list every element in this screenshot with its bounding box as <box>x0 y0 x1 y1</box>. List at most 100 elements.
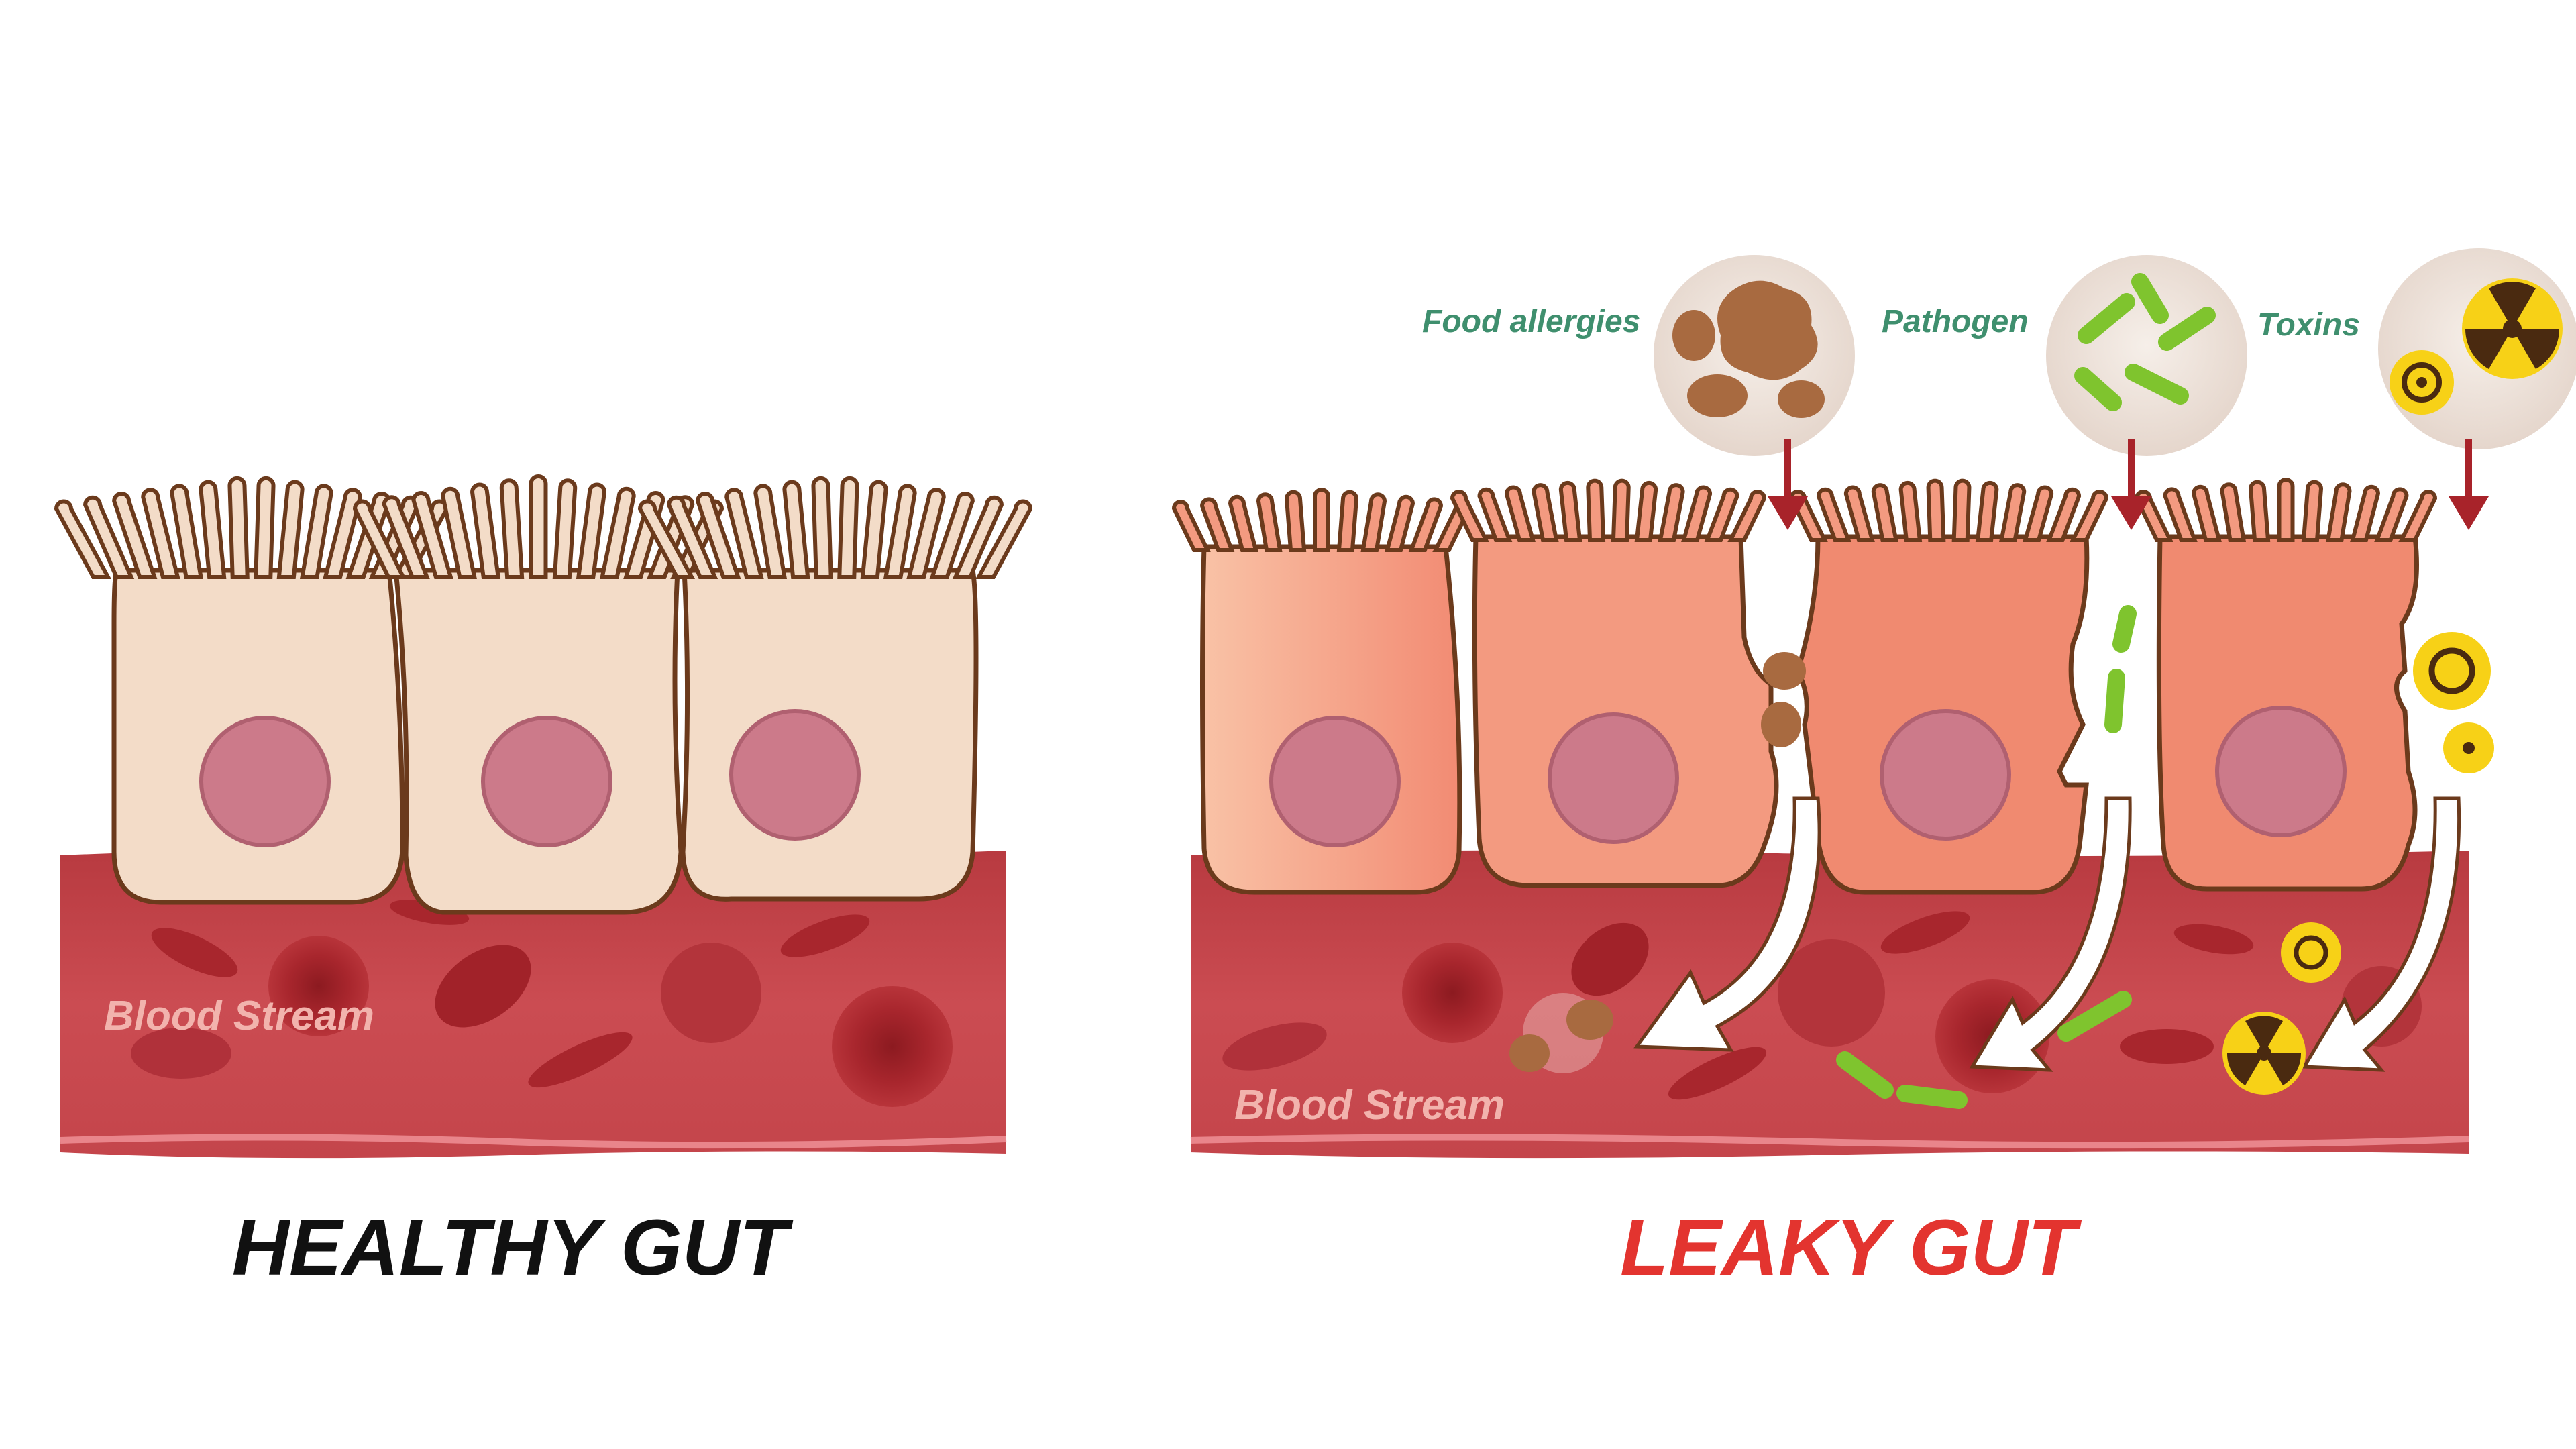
healthy-microvilli <box>54 474 1033 579</box>
healthy-nuclei <box>199 709 861 847</box>
microvillus <box>2325 482 2352 542</box>
microvillus <box>906 488 946 579</box>
microvillus <box>637 499 696 579</box>
microvillus <box>1843 485 1875 542</box>
microvillus <box>470 482 501 579</box>
microvillus <box>441 486 477 579</box>
microvillus <box>1532 483 1559 542</box>
microvillus <box>1360 492 1387 552</box>
healthy-blood-stream-label: Blood Stream <box>104 993 374 1039</box>
microvillus <box>254 476 276 579</box>
microvillus <box>975 499 1033 579</box>
microvillus <box>667 495 718 579</box>
leaky-gut-panel <box>1171 248 2576 1159</box>
callout-label-pathogen: Pathogen <box>1882 304 2029 339</box>
microvillus <box>382 495 430 579</box>
microvillus <box>1450 490 1489 542</box>
bacteria-in-blood <box>1836 991 2132 1109</box>
microvillus <box>352 499 407 579</box>
leaky-gut-title: LEAKY GUT <box>1620 1203 2082 1292</box>
microvillus <box>952 495 1004 579</box>
microvillus <box>2248 480 2271 542</box>
microvillus <box>1975 480 1999 542</box>
radiation-icon <box>2462 278 2563 379</box>
microvillus <box>2374 487 2409 542</box>
healthy-gut-title: HEALTHY GUT <box>232 1203 794 1292</box>
microvillus <box>199 480 227 579</box>
microvillus <box>883 484 917 579</box>
pathogen-arrow-down <box>2111 439 2151 530</box>
leak-arrows <box>1633 796 2461 1072</box>
microvillus <box>227 476 250 579</box>
pathogen-circle <box>2046 255 2247 456</box>
microvillus <box>54 499 112 579</box>
microvillus <box>1681 485 1713 542</box>
microvillus <box>2023 485 2054 542</box>
bacteria-in-gap <box>2104 605 2137 733</box>
callout-label-toxins: Toxins <box>2257 307 2360 343</box>
microvillus <box>2070 490 2109 542</box>
microvillus <box>724 488 764 579</box>
microvillus <box>753 484 788 579</box>
microvillus <box>1586 478 1606 542</box>
microvillus <box>1199 497 1235 552</box>
microvillus <box>1256 492 1283 552</box>
callout-label-food-allergies: Food allergies <box>1422 304 1640 339</box>
microvillus <box>299 484 333 579</box>
microvillus <box>1727 490 1767 542</box>
microvillus <box>837 476 859 579</box>
microvillus <box>1336 490 1359 552</box>
microvillus <box>552 478 578 579</box>
toxins-in-gap <box>2413 632 2494 773</box>
microvillus <box>2350 484 2381 542</box>
bacteria-icon <box>2074 273 2216 411</box>
microvillus <box>499 478 525 579</box>
healthy-red-blood-cells <box>131 900 953 1107</box>
leak-arrow-pathogen <box>1969 796 2132 1072</box>
microvillus <box>2398 490 2438 542</box>
microvillus <box>929 492 975 579</box>
healthy-vessel-edge <box>60 1134 1007 1149</box>
microvillus <box>112 492 158 579</box>
microvillus <box>1704 487 1739 542</box>
microvillus <box>2163 487 2198 542</box>
microvillus <box>1871 483 1898 542</box>
microvillus <box>1999 483 2027 542</box>
toxins-arrow-down <box>2449 439 2489 530</box>
microvillus <box>529 474 548 579</box>
microvillus <box>83 495 135 579</box>
microvillus <box>600 486 636 579</box>
microvillus <box>1634 480 1658 542</box>
microvillus <box>1313 488 1330 552</box>
microvillus <box>276 480 305 579</box>
microvillus <box>2301 480 2324 542</box>
microvillus <box>1408 497 1444 552</box>
callout-pathogen <box>2046 255 2247 530</box>
microvillus <box>696 492 741 579</box>
microvillus <box>1504 485 1536 542</box>
biohazard-icon <box>2390 350 2454 415</box>
food-particles-in-blood <box>1509 993 1613 1073</box>
food-particle-icon <box>1672 280 1825 418</box>
microvillus <box>2046 487 2082 542</box>
leaky-vessel-edge <box>1190 1134 2469 1149</box>
leak-arrow-toxins <box>2301 796 2461 1072</box>
leaky-nuclei <box>1269 706 2347 847</box>
microvillus <box>1898 480 1923 542</box>
toxins-in-blood <box>2222 922 2341 1095</box>
leak-arrow-food <box>1633 796 1821 1052</box>
microvillus <box>811 476 833 579</box>
healthy-gut-panel <box>54 474 1033 1159</box>
callout-toxins <box>2378 248 2576 530</box>
microvillus <box>782 480 810 579</box>
microvillus <box>1816 487 1851 542</box>
microvillus <box>141 488 180 579</box>
microvillus <box>1611 478 1631 542</box>
microvillus <box>1926 478 1946 542</box>
callout-food-allergies <box>1654 255 1855 530</box>
healthy-blood-vessel <box>60 850 1006 1159</box>
leaky-blood-stream-label: Blood Stream <box>1234 1082 1505 1128</box>
microvillus <box>323 488 362 579</box>
